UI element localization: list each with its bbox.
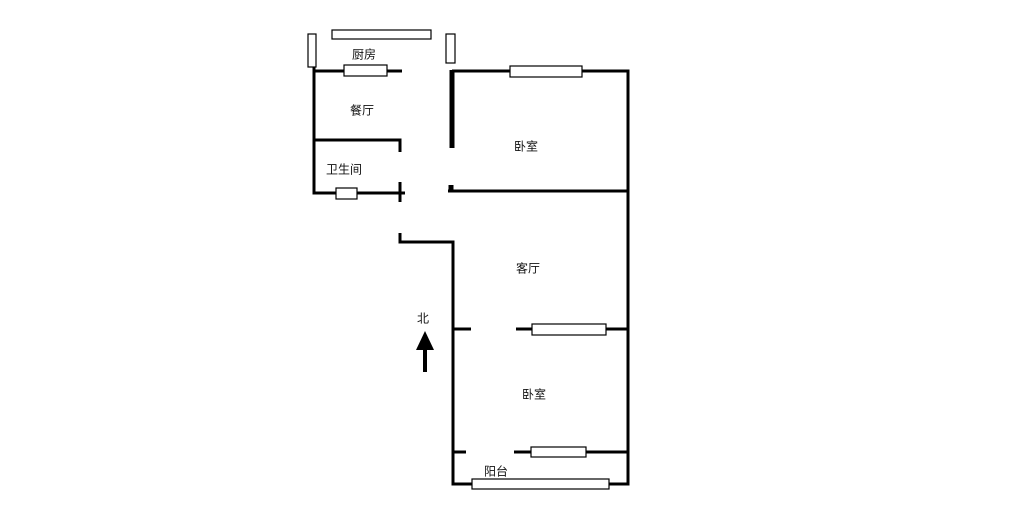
room-label-kitchen: 厨房 xyxy=(351,47,377,62)
room-label-bathroom: 卫生间 xyxy=(325,162,363,177)
north-arrow-icon xyxy=(416,331,434,372)
room-label-bedroom-south: 卧室 xyxy=(521,387,547,402)
room-label-balcony: 阳台 xyxy=(483,464,509,479)
room-label-bedroom-north: 卧室 xyxy=(513,139,539,154)
compass-north-label: 北 xyxy=(416,311,430,326)
windows xyxy=(307,29,610,490)
walls xyxy=(312,67,630,486)
room-label-living-room: 客厅 xyxy=(515,261,541,276)
room-label-dining: 餐厅 xyxy=(349,103,375,118)
